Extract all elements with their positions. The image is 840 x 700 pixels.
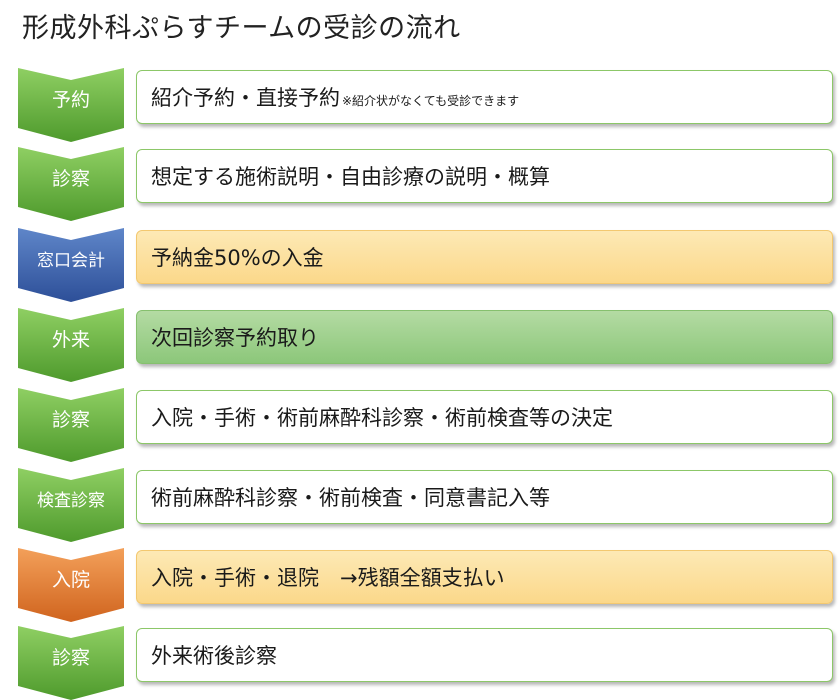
chevron-shape: 予約 [18,68,124,142]
step-label: 診察 [51,167,90,190]
chevron-arrow-icon [18,228,124,302]
chevron-arrow-icon [18,548,124,622]
flow-step: 入院 入院・手術・退院 →残額全額支払い [0,548,840,622]
step-description: 想定する施術説明・自由診療の説明・概算 [151,165,550,189]
step-description: 外来術後診察 [151,644,277,668]
step-label: 診察 [51,646,90,669]
chevron-arrow-icon [18,308,124,382]
step-description: 術前麻酔科診察・術前検査・同意書記入等 [151,486,550,510]
flow-step: 診察 入院・手術・術前麻酔科診察・術前検査等の決定 [0,388,840,462]
chevron-arrow-icon [18,68,124,142]
step-description-box: 入院・手術・術前麻酔科診察・術前検査等の決定 [136,390,833,444]
step-label: 診察 [51,408,90,431]
step-description-box: 外来術後診察 [136,628,833,682]
step-description: 次回診察予約取り [151,326,319,350]
step-label: 予約 [51,88,90,111]
step-description: 紹介予約・直接予約 [151,86,340,110]
chevron-shape: 診察 [18,388,124,462]
flow-step: 窓口会計 予納金50%の入金 [0,228,840,302]
chevron-shape: 外来 [18,308,124,382]
flow-step: 診察 外来術後診察 [0,626,840,700]
chevron-arrow-icon [18,147,124,221]
flow-step: 検査診察 術前麻酔科診察・術前検査・同意書記入等 [0,468,840,542]
step-label: 入院 [51,568,90,591]
page-title: 形成外科ぷらすチームの受診の流れ [22,13,461,44]
step-description: 入院・手術・退院 →残額全額支払い [151,566,505,590]
step-description-box: 予納金50%の入金 [136,230,833,284]
step-description-box: 紹介予約・直接予約※紹介状がなくても受診できます [136,70,833,124]
chevron-arrow-icon [18,626,124,700]
step-description-box: 術前麻酔科診察・術前検査・同意書記入等 [136,470,833,524]
chevron-shape: 検査診察 [18,468,124,542]
step-description-box: 入院・手術・退院 →残額全額支払い [136,550,833,604]
step-label: 外来 [51,328,90,351]
step-description: 入院・手術・術前麻酔科診察・術前検査等の決定 [151,406,613,430]
step-label: 窓口会計 [37,250,105,271]
chevron-shape: 窓口会計 [18,228,124,302]
flow-step: 外来 次回診察予約取り [0,308,840,382]
step-label: 検査診察 [37,490,105,511]
flow-step: 診察 想定する施術説明・自由診療の説明・概算 [0,147,840,221]
step-description-box: 次回診察予約取り [136,310,833,364]
chevron-arrow-icon [18,468,124,542]
step-note: ※紹介状がなくても受診できます [342,93,520,108]
chevron-arrow-icon [18,388,124,462]
flow-step: 予約 紹介予約・直接予約※紹介状がなくても受診できます [0,68,840,142]
chevron-shape: 入院 [18,548,124,622]
step-description: 予納金50%の入金 [151,246,324,270]
chevron-shape: 診察 [18,147,124,221]
step-description-box: 想定する施術説明・自由診療の説明・概算 [136,149,833,203]
chevron-shape: 診察 [18,626,124,700]
